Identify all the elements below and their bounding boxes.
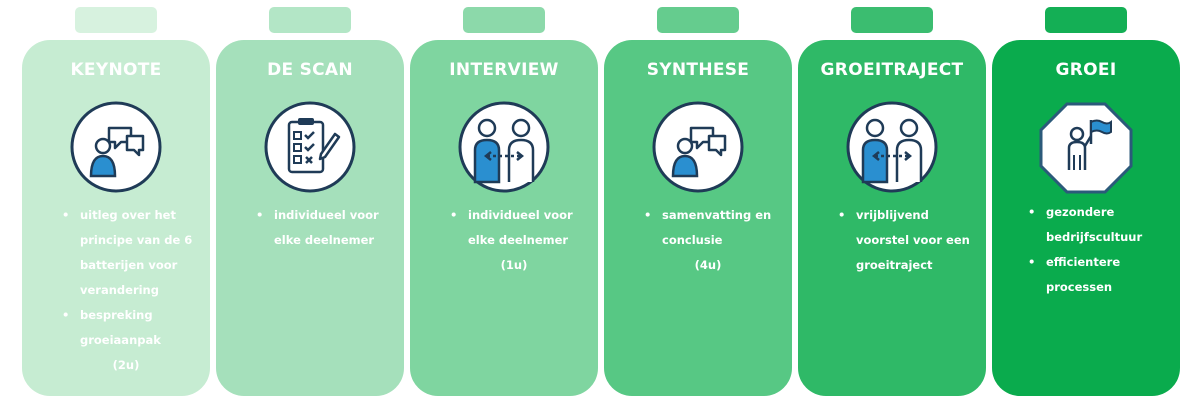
bullet-item: samenvatting en conclusie — [644, 203, 782, 253]
step-card-groeitraject: GROEITRAJECT vrijblijvend voorstel voor … — [798, 40, 986, 396]
step-tab — [1045, 7, 1127, 33]
step-card-synthese: SYNTHESE samenvatting en conclusie (4u) — [604, 40, 792, 396]
bullet-item: individueel voor elke deelnemer — [450, 203, 588, 253]
bullet-list: vrijblijvend voorstel voor een groeitraj… — [838, 203, 976, 278]
step-card-groei: GROEI gezondere bedrijfscultuur efficien… — [992, 40, 1180, 396]
bullet-list: gezondere bedrijfscultuur efficientere p… — [1028, 200, 1166, 300]
step-card-keynote: KEYNOTE uitleg over het principe van de … — [22, 40, 210, 396]
duration-label: (1u) — [500, 258, 528, 272]
interview-icon — [457, 100, 551, 194]
bullet-list: uitleg over het principe van de 6 batter… — [62, 203, 200, 378]
step-card-de-scan: DE SCAN individueel voor elke deelnemer — [216, 40, 404, 396]
bullet-item: vrijblijvend voorstel voor een groeitraj… — [838, 203, 976, 278]
duration-label: (2u) — [112, 358, 140, 372]
step-title: KEYNOTE — [70, 60, 162, 80]
step-title: DE SCAN — [267, 60, 353, 80]
chat-person-icon — [651, 100, 745, 194]
bullet-item: individueel voor elke deelnemer — [256, 203, 394, 253]
step-title: INTERVIEW — [449, 60, 559, 80]
bullet-item: gezondere bedrijfscultuur — [1028, 200, 1166, 250]
bullet-list: individueel voor elke deelnemer — [256, 203, 394, 253]
interview-icon — [845, 100, 939, 194]
bullet-item: efficientere processen — [1028, 250, 1166, 300]
bullet-item: bespreking groeiaanpak — [62, 303, 200, 353]
step-tab — [463, 7, 545, 33]
step-tab — [269, 7, 351, 33]
step-title: SYNTHESE — [646, 60, 750, 80]
bullet-item: uitleg over het principe van de 6 batter… — [62, 203, 200, 303]
leader-flag-icon — [1039, 100, 1133, 194]
step-title: GROEI — [1055, 60, 1117, 80]
duration-label: (4u) — [694, 258, 722, 272]
step-tab — [851, 7, 933, 33]
step-card-interview: INTERVIEW individueel voor elke deelneme… — [410, 40, 598, 396]
step-title: GROEITRAJECT — [820, 60, 964, 80]
chat-person-icon — [69, 100, 163, 194]
bullet-list: samenvatting en conclusie (4u) — [644, 203, 782, 278]
step-tab — [75, 7, 157, 33]
step-tab — [657, 7, 739, 33]
bullet-list: individueel voor elke deelnemer (1u) — [450, 203, 588, 278]
checklist-icon — [263, 100, 357, 194]
